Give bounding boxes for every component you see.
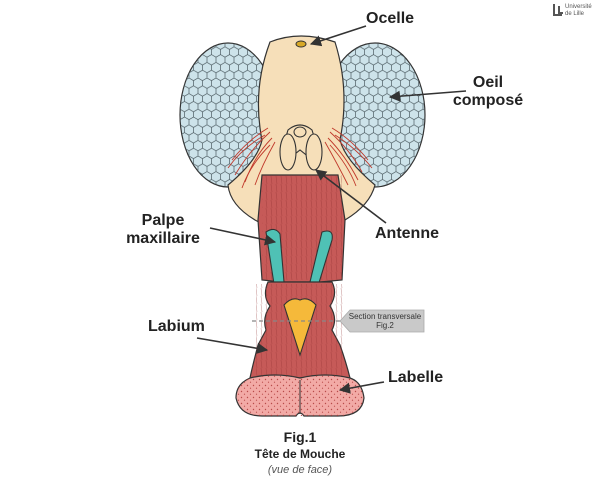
label-palpe-line2: maxillaire — [126, 230, 200, 247]
label-labium: Labium — [148, 318, 205, 335]
logo-icon — [553, 4, 563, 16]
label-oeil-line2: composé — [452, 92, 524, 109]
bristles — [227, 127, 373, 189]
labrum-triangle — [283, 298, 317, 357]
right-compound-eye — [324, 42, 426, 188]
label-palpe-maxillaire: Palpe maxillaire — [118, 212, 208, 248]
caption-fig: Fig.1 — [283, 429, 317, 445]
label-ocelle: Ocelle — [366, 10, 415, 27]
antennae — [279, 124, 323, 171]
caption-title: Tête de Mouche — [254, 447, 346, 461]
leader-arrows — [196, 25, 467, 394]
label-oeil-line1: Oeil — [472, 74, 504, 91]
logo-text: Université de Lille — [565, 4, 592, 18]
caption-subtitle: (vue de face) — [267, 464, 333, 476]
label-oeil-compose: Oeil composé — [443, 74, 533, 110]
label-labelle: Labelle — [388, 369, 444, 386]
logo-line1: Université — [565, 4, 592, 10]
university-logo: Université de Lille — [553, 4, 592, 18]
section-arrow-box — [339, 309, 425, 333]
ocelle-mark — [295, 40, 307, 48]
section-label-line2: Fig.2 — [376, 321, 394, 330]
label-antenne: Antenne — [375, 225, 439, 242]
section-label-line1: Section transversale — [349, 312, 422, 321]
logo-line2: de Lille — [565, 11, 585, 17]
label-palpe-line1: Palpe — [141, 212, 185, 229]
